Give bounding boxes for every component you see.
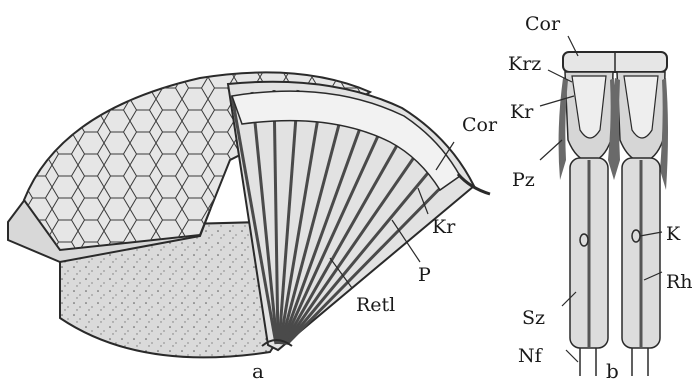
label-pz-b: Pz (512, 169, 535, 191)
caption-a: a (252, 359, 264, 382)
ommatidium-right (613, 72, 668, 376)
label-kr-b: Kr (510, 101, 534, 123)
ommatidium-left (559, 72, 616, 376)
label-rh-b: Rh (666, 271, 693, 293)
panel-a: Cor Kr P Retl a (8, 72, 498, 382)
label-sz-b: Sz (522, 307, 545, 329)
caption-b: b (606, 359, 619, 382)
leader-nf-b (566, 350, 578, 362)
label-nf-b: Nf (518, 345, 544, 367)
label-krz-b: Krz (508, 53, 541, 75)
label-cor-b: Cor (525, 13, 561, 35)
label-retl-a: Retl (356, 294, 395, 316)
panel-b: Cor Krz Kr Pz K Rh Sz Nf b (508, 13, 693, 382)
label-k-b: K (666, 223, 681, 245)
label-cor-a: Cor (462, 114, 498, 136)
label-kr-a: Kr (432, 216, 456, 238)
label-p-a: P (418, 264, 431, 286)
